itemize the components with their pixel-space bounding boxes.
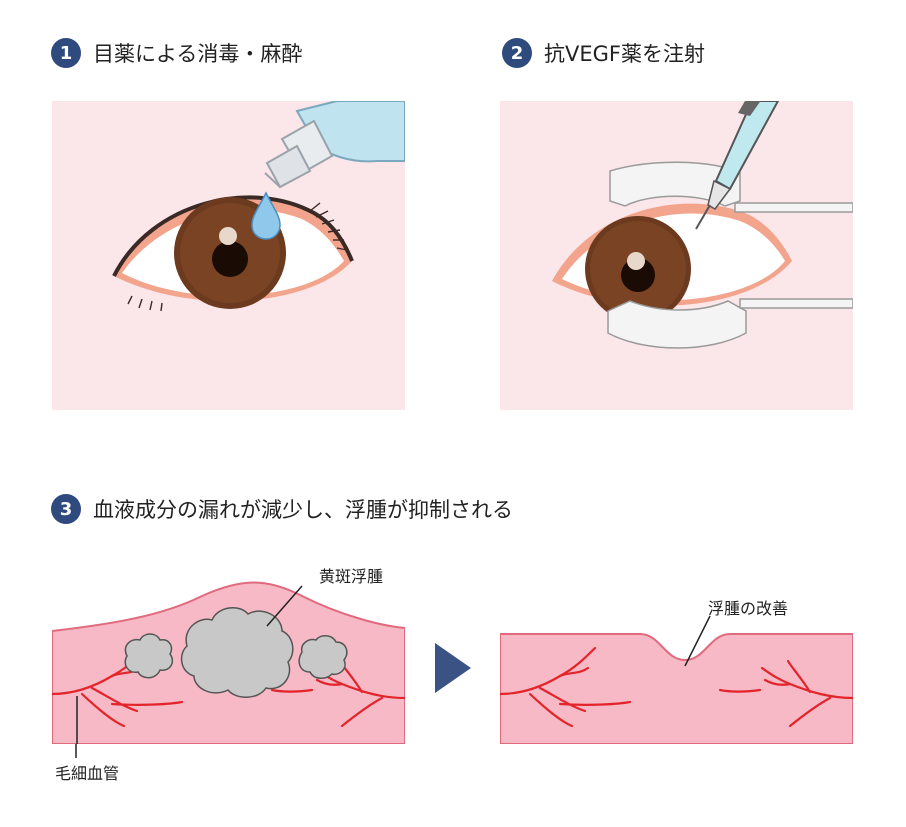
retina-tissue [500,633,853,744]
step-2-heading: 2 抗VEGF薬を注射 [502,38,705,68]
capillary-label: 毛細血管 [55,764,120,783]
step-3-title: 血液成分の漏れが減少し、浮腫が抑制される [93,498,513,522]
macular-edema-illustration [52,581,405,744]
edema-leader-line [266,585,303,627]
improvement-leader-line [684,615,711,667]
syringe-icon [695,101,780,230]
eye [112,195,354,312]
step-2-badge: 2 [502,38,532,68]
macular-edema-label: 黄斑浮腫 [319,567,384,586]
step-2-title: 抗VEGF薬を注射 [544,42,705,66]
step-3-heading: 3 血液成分の漏れが減少し、浮腫が抑制される [51,494,513,524]
drop-icon [251,191,281,240]
step-1-title: 目薬による消毒・麻酔 [93,42,303,66]
arrow-right-icon [435,643,471,693]
step-1-badge: 1 [51,38,81,68]
speculum [607,161,853,349]
step-3-badge: 3 [51,494,81,524]
capillary-leader-line-tail [75,744,77,758]
eye-dropper-bottle [264,101,405,189]
step-1-heading: 1 目薬による消毒・麻酔 [51,38,302,68]
edema-improved-label: 浮腫の改善 [708,599,789,618]
edema-fluid-clusters [124,607,348,698]
capillary-vessels [500,646,853,728]
eye [552,203,792,322]
eye-drops-illustration [52,101,405,410]
edema-improved-illustration [500,615,853,744]
injection-illustration [500,101,853,410]
